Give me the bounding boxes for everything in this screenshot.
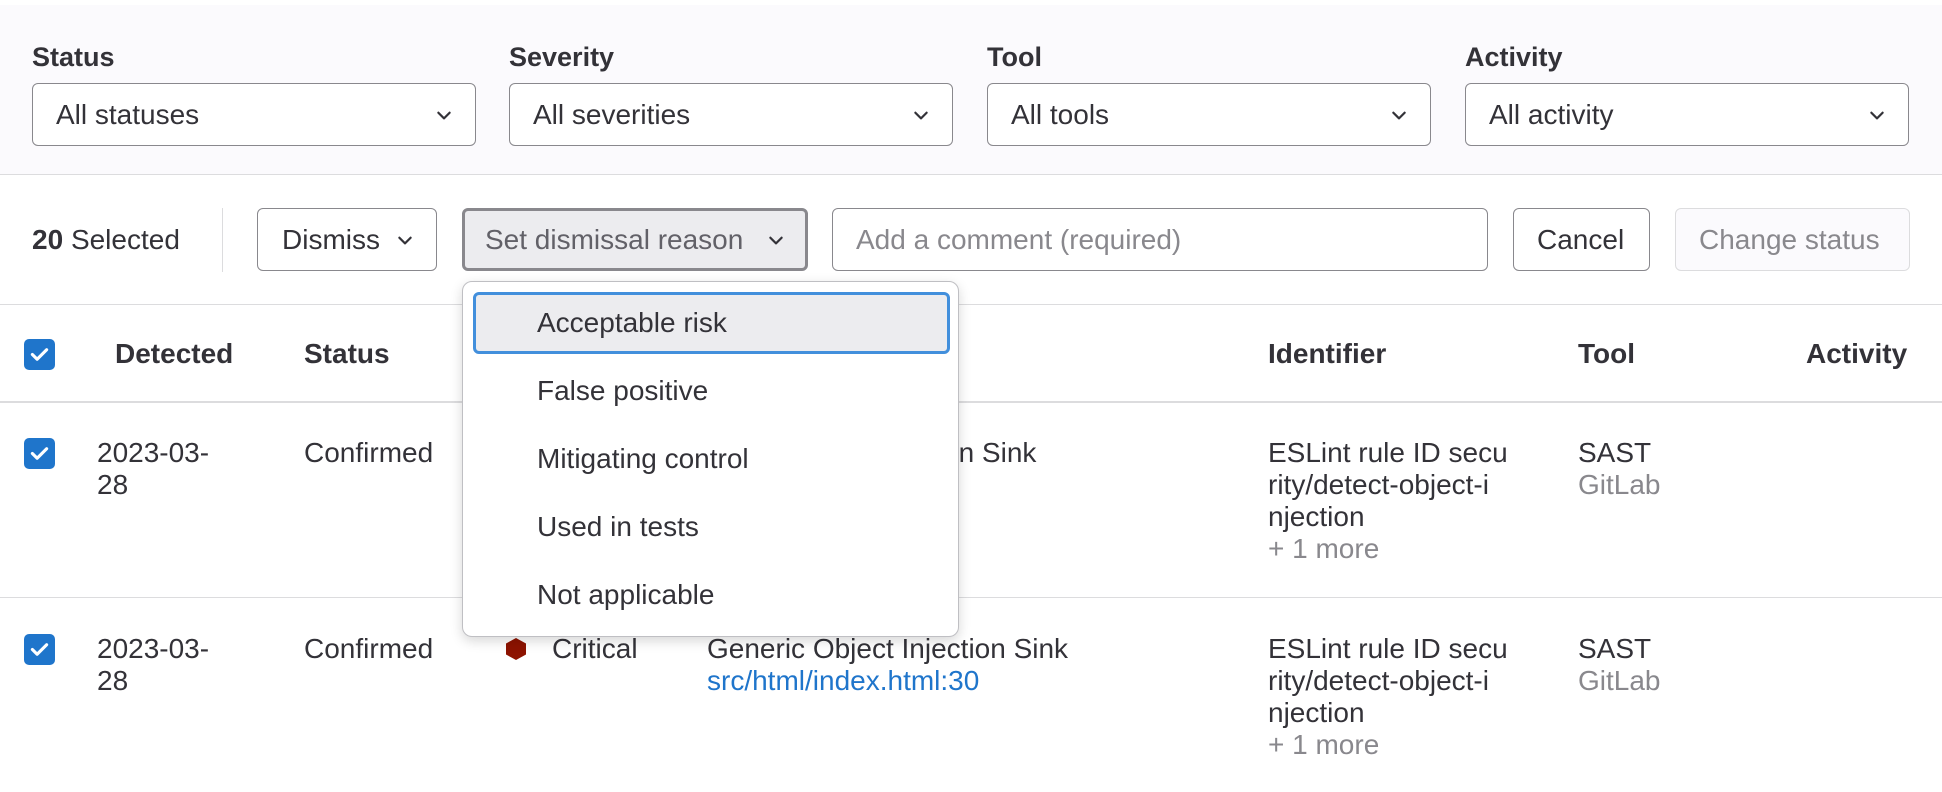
menu-item-false-positive[interactable]: False positive — [537, 375, 709, 406]
selected-count: 20 Selected — [32, 175, 180, 305]
severity-select-value: All severities — [533, 99, 691, 130]
date-line: 2023-03- — [97, 633, 210, 664]
select-all-checkbox[interactable] — [24, 339, 55, 370]
menu-item-mitigating-control[interactable]: Mitigating control — [537, 443, 749, 474]
comment-input[interactable]: Add a comment (required) — [832, 208, 1488, 271]
activity-select[interactable]: All activity — [1465, 83, 1909, 146]
header-status[interactable]: Status — [304, 338, 390, 369]
cancel-label: Cancel — [1537, 224, 1625, 255]
menu-item-not-applicable[interactable]: Not applicable — [537, 579, 715, 610]
chevron-down-icon — [1392, 111, 1406, 120]
tool-vendor: GitLab — [1578, 665, 1661, 696]
status-filter: Status All statuses — [32, 39, 476, 146]
divider — [222, 208, 223, 272]
tool-filter: Tool All tools — [987, 39, 1431, 146]
identifier-line: rity/detect-object-i — [1268, 665, 1489, 696]
tool-filter-label: Tool — [987, 42, 1042, 72]
row-status: Confirmed — [304, 437, 434, 468]
identifier-line: rity/detect-object-i — [1268, 469, 1489, 500]
dismissal-reason-dropdown-button[interactable]: Set dismissal reason — [462, 208, 808, 271]
menu-item-acceptable-risk[interactable]: Acceptable risk — [473, 292, 950, 354]
identifier-line: ESLint rule ID secu — [1268, 437, 1508, 468]
chevron-down-icon — [398, 236, 412, 245]
bulk-action-bar: 20 Selected Dismiss Set dismissal reason… — [0, 175, 1942, 305]
selected-count-label: Selected — [70, 224, 180, 255]
chevron-down-icon — [437, 111, 451, 120]
change-status-button[interactable]: Change status — [1675, 208, 1910, 271]
activity-select-value: All activity — [1489, 99, 1614, 130]
identifier-line: njection — [1268, 697, 1365, 728]
date-line: 28 — [97, 665, 129, 696]
identifier: ESLint rule ID secu rity/detect-object-i… — [1268, 633, 1508, 761]
tool-cell: SAST GitLab — [1578, 437, 1661, 501]
severity-select[interactable]: All severities — [509, 83, 953, 146]
vulnerability-title[interactable]: Generic Object Injection Sink — [707, 633, 1069, 664]
identifier-more[interactable]: + 1 more — [1268, 729, 1380, 760]
table-row[interactable]: 2023-03- 28 Confirmed ction Sink ESLint … — [0, 403, 1942, 598]
tool-name: SAST — [1578, 437, 1652, 468]
header-detected[interactable]: Detected — [115, 338, 234, 369]
dismiss-label: Dismiss — [282, 224, 380, 255]
table-row[interactable]: 2023-03- 28 Confirmed Critical Generic O… — [0, 599, 1942, 792]
header-tool[interactable]: Tool — [1578, 338, 1636, 369]
tool-name: SAST — [1578, 633, 1652, 664]
tool-select-value: All tools — [1011, 99, 1110, 130]
severity-label: Critical — [552, 633, 638, 664]
cancel-button[interactable]: Cancel — [1513, 208, 1650, 271]
activity-filter: Activity All activity — [1465, 39, 1909, 146]
chevron-down-icon — [1870, 111, 1884, 120]
vulnerability-cell: Generic Object Injection Sink src/html/i… — [707, 633, 1068, 697]
change-status-label: Change status — [1699, 224, 1880, 255]
identifier-line: njection — [1268, 501, 1365, 532]
detected-date: 2023-03- 28 — [97, 437, 209, 501]
status-select[interactable]: All statuses — [32, 83, 476, 146]
severity-filter-label: Severity — [509, 42, 615, 72]
comment-placeholder: Add a comment (required) — [856, 224, 1182, 255]
status-filter-label: Status — [32, 42, 115, 72]
severity-filter: Severity All severities — [509, 39, 953, 146]
activity-filter-label: Activity — [1465, 42, 1563, 72]
checkmark-icon — [30, 447, 49, 460]
row-status: Confirmed — [304, 633, 434, 664]
checkmark-icon — [30, 348, 49, 361]
date-line: 28 — [97, 469, 129, 500]
filter-bar: Status All statuses Severity All severit… — [0, 5, 1942, 175]
tool-cell: SAST GitLab — [1578, 633, 1661, 697]
identifier: ESLint rule ID secu rity/detect-object-i… — [1268, 437, 1508, 565]
identifier-line: ESLint rule ID secu — [1268, 633, 1508, 664]
date-line: 2023-03- — [97, 437, 210, 468]
tool-select[interactable]: All tools — [987, 83, 1431, 146]
row-checkbox[interactable] — [24, 438, 55, 469]
identifier-more[interactable]: + 1 more — [1268, 533, 1380, 564]
checkmark-icon — [30, 643, 49, 656]
menu-item-used-in-tests[interactable]: Used in tests — [537, 511, 699, 542]
dismissal-reason-label: Set dismissal reason — [485, 224, 744, 255]
row-checkbox[interactable] — [24, 634, 55, 665]
critical-severity-icon — [506, 638, 526, 660]
header-activity[interactable]: Activity — [1806, 338, 1908, 369]
table-header: Detected Status Identifier Tool Activity — [0, 305, 1942, 403]
selected-count-number: 20 — [32, 224, 64, 255]
dismiss-dropdown-button[interactable]: Dismiss — [257, 208, 437, 271]
dismissal-reason-menu: Acceptable risk False positive Mitigatin… — [462, 281, 959, 637]
tool-vendor: GitLab — [1578, 469, 1661, 500]
chevron-down-icon — [769, 236, 783, 245]
status-select-value: All statuses — [56, 99, 200, 130]
detected-date: 2023-03- 28 — [97, 633, 209, 697]
file-location-link[interactable]: src/html/index.html:30 — [707, 665, 980, 696]
chevron-down-icon — [914, 111, 928, 120]
header-identifier[interactable]: Identifier — [1268, 338, 1387, 369]
